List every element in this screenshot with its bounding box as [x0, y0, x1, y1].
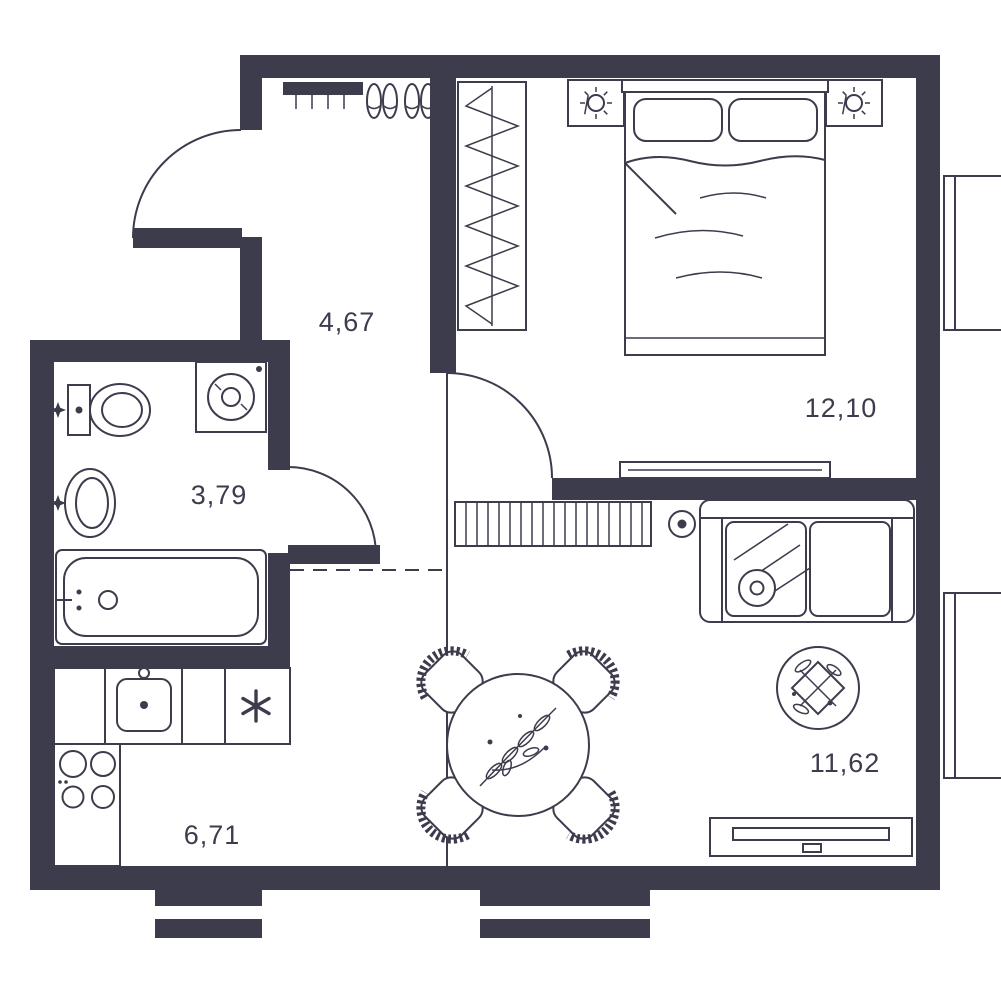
nightstand-icon — [825, 79, 883, 127]
stove-icon — [53, 743, 121, 867]
dresser-icon — [619, 461, 831, 479]
wall-segment-top — [240, 55, 940, 78]
entrance-door-leaf — [133, 228, 242, 248]
room-living — [409, 499, 915, 857]
coat-rack-icon — [283, 82, 363, 109]
room-bathroom — [50, 361, 267, 645]
room-hallway — [283, 82, 436, 119]
wall-segment-entry-stub — [240, 55, 262, 130]
window-right-living-icon — [943, 592, 1001, 779]
pillow-icon — [633, 98, 723, 142]
bathroom-door-leaf — [288, 545, 380, 564]
window-bottom-kitchen-icon — [155, 890, 262, 938]
bedroom-door-swing-arc-icon — [446, 372, 553, 479]
ceiling-lamp-icon — [668, 510, 696, 538]
wall-segment-bathroom-bottom — [30, 646, 290, 668]
kitchen-counter-icon — [53, 667, 291, 745]
flower-decor-icon — [479, 707, 557, 787]
bathroom-sink-icon — [64, 468, 116, 538]
room-bedroom — [457, 79, 883, 479]
shelving-icon — [454, 501, 652, 547]
kitchen-sink-icon — [116, 667, 172, 732]
window-bottom-living-icon — [480, 890, 650, 938]
wall-segment-hall-left — [240, 237, 262, 362]
wall-segment-bathroom-top — [30, 340, 290, 362]
wall-segment-bottom — [30, 866, 940, 890]
tv-stand-icon — [709, 817, 913, 857]
walls — [30, 55, 940, 890]
area-label-bedroom: 12,10 — [805, 393, 878, 423]
area-label-hallway: 4,67 — [319, 307, 376, 337]
shoes-icon — [366, 83, 436, 119]
area-label-living-room: 11,62 — [810, 748, 881, 778]
washing-machine-icon — [195, 361, 267, 433]
throw-pillow-icon — [738, 569, 776, 607]
pillow-icon — [728, 98, 818, 142]
wall-segment-hall-bedroom — [430, 55, 456, 373]
area-label-kitchen: 6,71 — [184, 820, 241, 850]
faucet-icon — [138, 667, 150, 679]
wall-segment-left — [30, 340, 54, 890]
dining-set — [409, 639, 628, 852]
wall-segment-right — [916, 55, 940, 890]
bathtub-icon — [55, 549, 267, 645]
bathroom-door — [287, 466, 380, 564]
wardrobe-icon — [457, 81, 527, 331]
entrance-door-swing-arc-icon — [132, 129, 242, 239]
sofa-icon — [699, 499, 915, 623]
wall-segment-bathroom-right-lower — [268, 553, 290, 668]
bathroom-door-swing-arc-icon — [287, 466, 377, 556]
entrance-door — [132, 129, 242, 248]
window-right-bedroom-icon — [943, 175, 1001, 331]
wall-segment-bathroom-right-upper — [268, 340, 290, 470]
wall-segment-bedroom-living — [552, 478, 940, 500]
room-kitchen — [53, 667, 291, 867]
area-label-bathroom: 3,79 — [191, 480, 248, 510]
plant-table-icon — [776, 646, 860, 730]
double-bed-icon — [621, 79, 829, 356]
toilet-icon — [67, 383, 151, 437]
nightstand-icon — [567, 79, 625, 127]
